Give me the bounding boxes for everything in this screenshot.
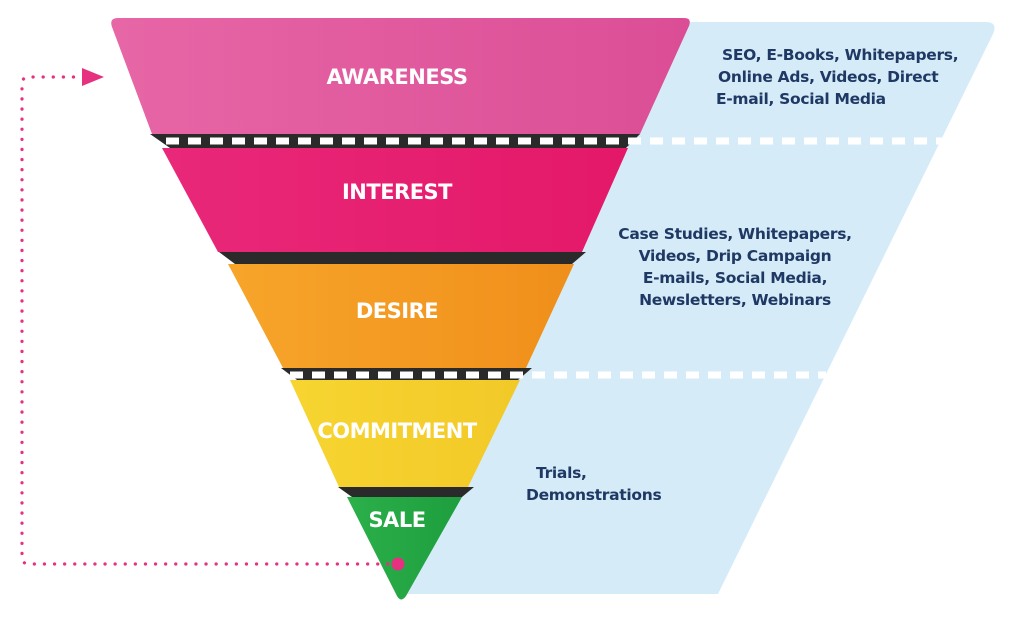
stage-label-interest: INTEREST xyxy=(342,180,453,204)
content-panel xyxy=(404,22,995,594)
loop-back-dotted-line xyxy=(20,75,400,566)
tactics-line: Newsletters, Webinars xyxy=(639,291,831,309)
tactics-line: E-mail, Social Media xyxy=(716,90,886,108)
tactics-line: Trials, xyxy=(536,464,587,482)
tactics-line: SEO, E-Books, Whitepapers, xyxy=(722,46,959,64)
stage-interest-band[interactable] xyxy=(162,148,628,252)
tactics-line: Demonstrations xyxy=(526,486,662,504)
tactics-line: Online Ads, Videos, Direct xyxy=(718,68,939,86)
stage-label-awareness: AWARENESS xyxy=(326,65,467,89)
tactics-line: Videos, Drip Campaign xyxy=(638,247,832,265)
loop-arrow-head-icon xyxy=(82,68,104,86)
funnel-shadow-2 xyxy=(219,252,586,264)
stage-label-sale: SALE xyxy=(368,508,425,532)
tactics-line: Case Studies, Whitepapers, xyxy=(618,225,852,243)
tactics-line: E-mails, Social Media, xyxy=(642,269,828,287)
stage-awareness-band[interactable] xyxy=(111,18,690,134)
stage-label-commitment: COMMITMENT xyxy=(317,419,478,443)
commitment-sale-tactics-text: Trials, Demonstrations xyxy=(526,462,662,506)
loop-start-dot xyxy=(391,557,405,571)
funnel-shadow-4 xyxy=(338,487,474,497)
stage-commitment-band[interactable] xyxy=(290,380,520,487)
stage-desire-band[interactable] xyxy=(228,264,574,368)
stage-label-desire: DESIRE xyxy=(356,299,438,323)
interest-desire-tactics-text: Case Studies, Whitepapers, Videos, Drip … xyxy=(604,223,866,311)
stage-sale-band[interactable] xyxy=(347,497,462,600)
awareness-tactics-text: SEO, E-Books, Whitepapers, Online Ads, V… xyxy=(716,44,959,110)
